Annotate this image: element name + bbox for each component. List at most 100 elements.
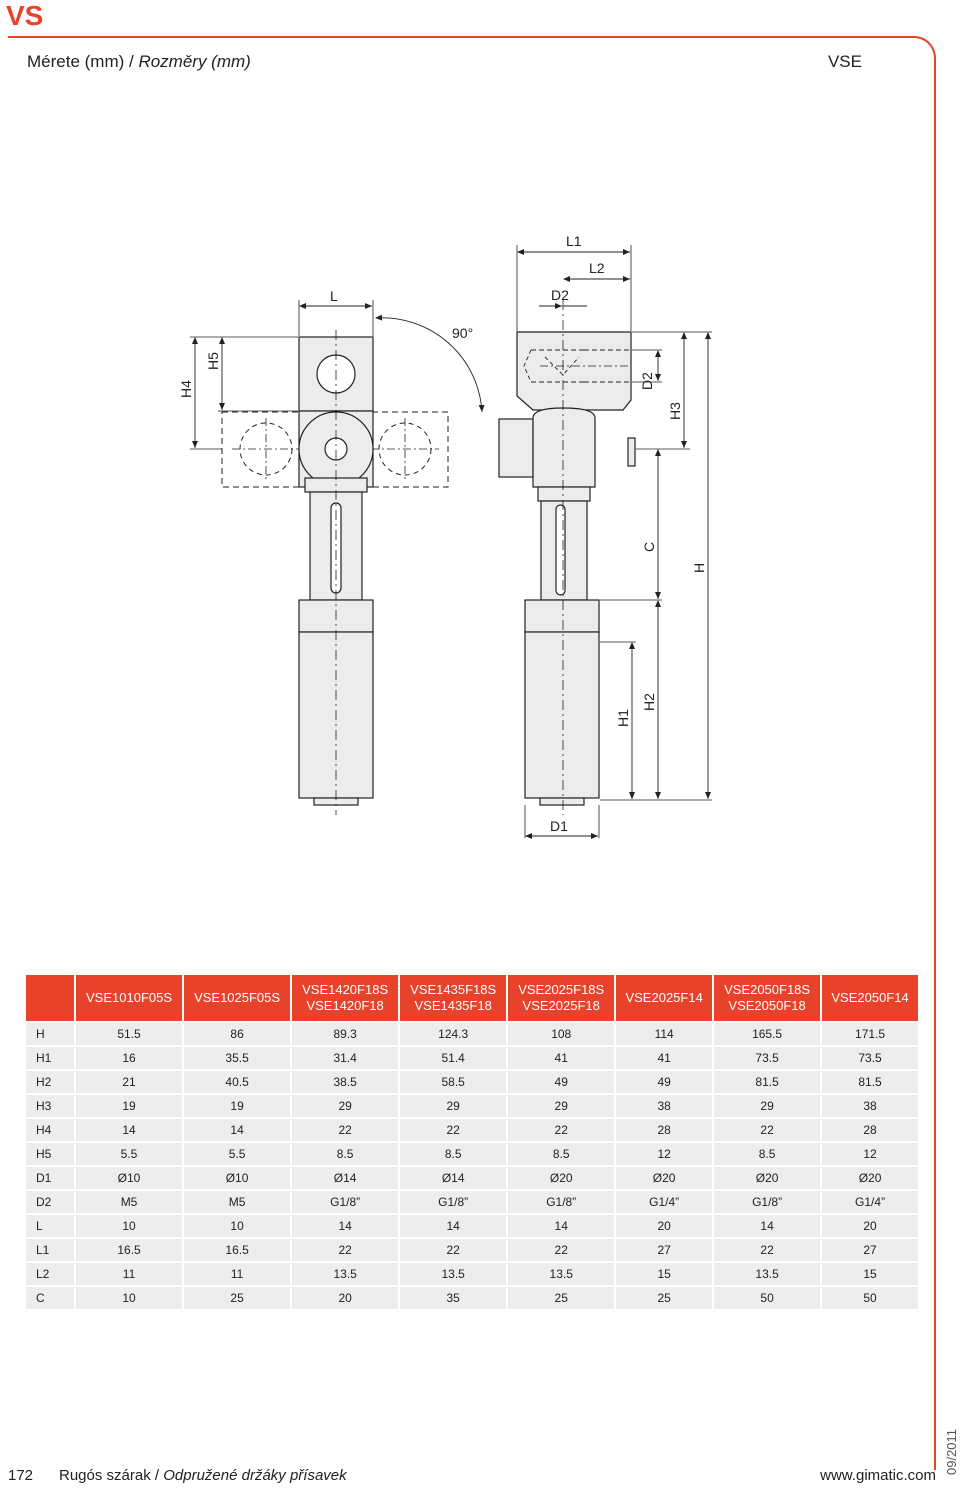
table-cell: Ø14 xyxy=(400,1167,507,1189)
page-number: 172 xyxy=(8,1467,34,1484)
table-cell: 165.5 xyxy=(714,1023,821,1045)
table-cell: 73.5 xyxy=(714,1047,821,1069)
table-cell: 15 xyxy=(616,1263,713,1285)
table-cell: 41 xyxy=(616,1047,713,1069)
footer-title-hu: Rugós szárak / xyxy=(59,1467,164,1484)
table-cell: 25 xyxy=(616,1287,713,1309)
dim-label-H2: H2 xyxy=(641,693,657,711)
column-header: VSE2025F14 xyxy=(616,975,713,1021)
table-cell: 40.5 xyxy=(184,1071,291,1093)
table-cell: 171.5 xyxy=(822,1023,918,1045)
dim-label-angle: 90° xyxy=(452,325,473,341)
table-cell: 29 xyxy=(508,1095,615,1117)
table-cell: 22 xyxy=(400,1119,507,1141)
table-cell: 10 xyxy=(184,1215,291,1237)
table-cell: 10 xyxy=(76,1215,183,1237)
footer-url[interactable]: www.gimatic.com xyxy=(820,1467,936,1484)
row-label: L1 xyxy=(26,1239,74,1261)
model-name: VSE xyxy=(827,52,862,71)
table-cell: 31.4 xyxy=(292,1047,399,1069)
table-cell: Ø20 xyxy=(822,1167,918,1189)
table-cell: 51.5 xyxy=(76,1023,183,1045)
table-cell: 22 xyxy=(714,1239,821,1261)
table-cell: 13.5 xyxy=(400,1263,507,1285)
row-label: H3 xyxy=(26,1095,74,1117)
table-cell: G1/4” xyxy=(822,1191,918,1213)
table-cell: 14 xyxy=(508,1215,615,1237)
table-cell: 38 xyxy=(616,1095,713,1117)
table-cell: 20 xyxy=(616,1215,713,1237)
table-cell: 89.3 xyxy=(292,1023,399,1045)
dim-label-L2: L2 xyxy=(589,260,605,276)
table-cell: 49 xyxy=(616,1071,713,1093)
table-cell: 12 xyxy=(616,1143,713,1165)
table-cell: 25 xyxy=(508,1287,615,1309)
table-cell: 5.5 xyxy=(184,1143,291,1165)
table-cell: 11 xyxy=(184,1263,291,1285)
row-label: H2 xyxy=(26,1071,74,1093)
table-cell: Ø20 xyxy=(616,1167,713,1189)
row-label: H5 xyxy=(26,1143,74,1165)
table-cell: 38.5 xyxy=(292,1071,399,1093)
table-cell: 22 xyxy=(508,1239,615,1261)
table-cell: Ø10 xyxy=(76,1167,183,1189)
dim-label-C: C xyxy=(641,542,657,552)
table-cell: 16.5 xyxy=(76,1239,183,1261)
table-cell: 22 xyxy=(508,1119,615,1141)
table-cell: G1/4” xyxy=(616,1191,713,1213)
table-cell: 8.5 xyxy=(400,1143,507,1165)
table-cell: 114 xyxy=(616,1023,713,1045)
table-cell: 13.5 xyxy=(714,1263,821,1285)
table-cell: 81.5 xyxy=(714,1071,821,1093)
table-cell: 19 xyxy=(184,1095,291,1117)
table-cell: Ø20 xyxy=(508,1167,615,1189)
table-cell: 11 xyxy=(76,1263,183,1285)
table-cell: 86 xyxy=(184,1023,291,1045)
table-cell: G1/8” xyxy=(292,1191,399,1213)
footer-title-cz: Odpružené držáky přísavek xyxy=(163,1467,347,1484)
table-cell: 14 xyxy=(184,1119,291,1141)
table-cell: 28 xyxy=(822,1119,918,1141)
dim-label-L: L xyxy=(330,288,338,304)
table-cell: 22 xyxy=(714,1119,821,1141)
side-view xyxy=(498,245,712,839)
table-cell: 108 xyxy=(508,1023,615,1045)
table-cell: 124.3 xyxy=(400,1023,507,1045)
row-label: H xyxy=(26,1023,74,1045)
table-cell: 20 xyxy=(292,1287,399,1309)
table-cell: 8.5 xyxy=(508,1143,615,1165)
table-cell: 51.4 xyxy=(400,1047,507,1069)
table-cell: 13.5 xyxy=(508,1263,615,1285)
series-mark: VS xyxy=(6,0,44,31)
table-cell: 27 xyxy=(616,1239,713,1261)
table-cell: G1/8” xyxy=(400,1191,507,1213)
table-cell: 22 xyxy=(292,1239,399,1261)
table-cell: G1/8” xyxy=(714,1191,821,1213)
column-header: VSE1025F05S xyxy=(184,975,291,1021)
column-header: VSE1010F05S xyxy=(76,975,183,1021)
table-cell: M5 xyxy=(76,1191,183,1213)
table-cell: 25 xyxy=(184,1287,291,1309)
table-cell: 27 xyxy=(822,1239,918,1261)
table-cell: 14 xyxy=(714,1215,821,1237)
table-cell: 20 xyxy=(822,1215,918,1237)
table-cell: 10 xyxy=(76,1287,183,1309)
table-cell: 12 xyxy=(822,1143,918,1165)
table-cell: 49 xyxy=(508,1071,615,1093)
subtitle-hu: Mérete (mm) / xyxy=(27,52,139,71)
dim-label-D2: D2 xyxy=(551,287,569,303)
table-cell: 22 xyxy=(292,1119,399,1141)
table-cell: 14 xyxy=(400,1215,507,1237)
table-cell: 81.5 xyxy=(822,1071,918,1093)
row-label: H4 xyxy=(26,1119,74,1141)
table-cell: 35 xyxy=(400,1287,507,1309)
